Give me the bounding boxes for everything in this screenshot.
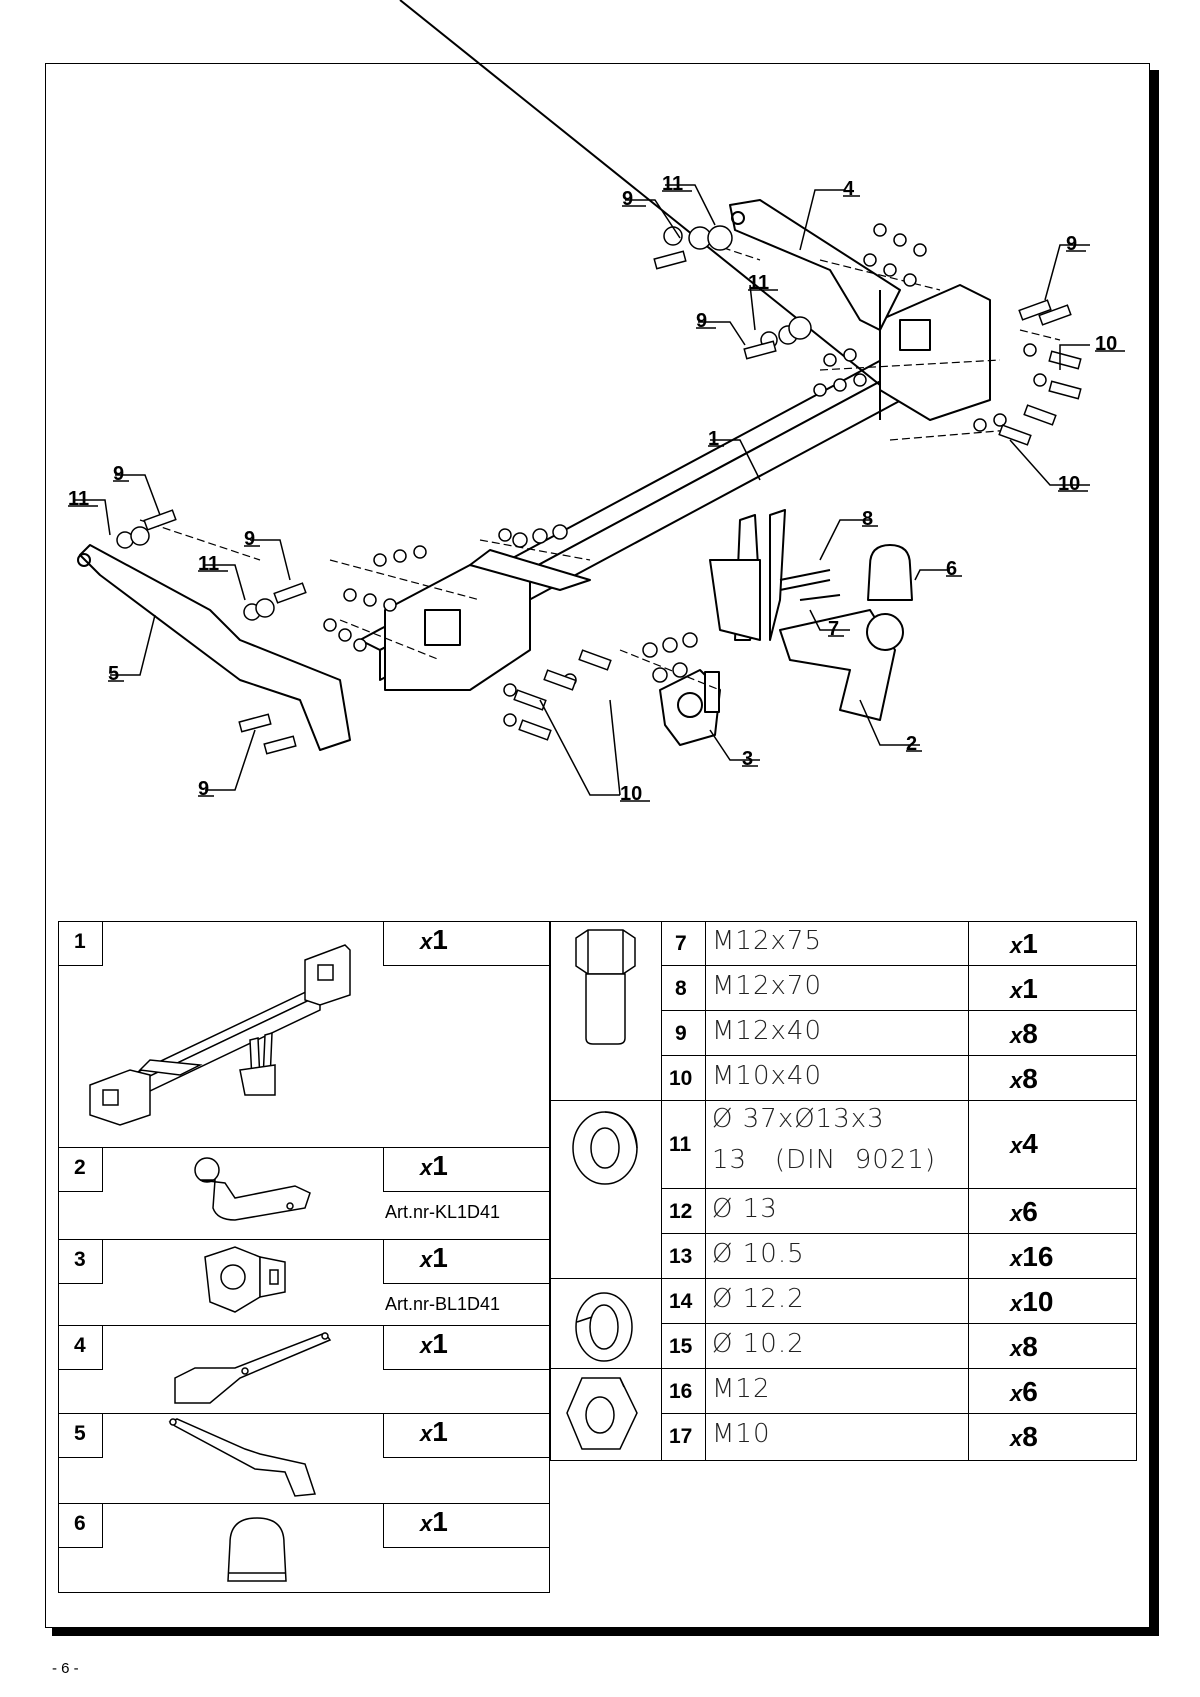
part-number-box [58,1325,103,1370]
page-number: - 6 - [52,1660,79,1677]
bolt-icon [575,929,636,1045]
part-number: 11 [669,1133,692,1156]
part-spec: M12x75 [712,926,822,956]
nut-icon [566,1377,638,1450]
part-spec: Ø 10.2 [712,1329,805,1359]
label-9: 9 [198,778,209,800]
part-spec: Ø 12.2 [712,1284,805,1314]
qty-box [383,1147,550,1192]
quantity: x1 [420,1242,448,1273]
part-spec: M12 [712,1374,771,1404]
part-number: 15 [669,1335,693,1358]
label-10: 10 [1095,333,1117,355]
label-9: 9 [244,528,255,550]
quantity: x1 [420,1328,448,1359]
part-number-box [58,1147,103,1192]
quantity: x8 [1010,1018,1038,1049]
part-spec: M10x40 [712,1061,822,1091]
quantity: x10 [1010,1286,1054,1317]
part-spec: M12x70 [712,971,822,1001]
label-9: 9 [1066,233,1077,255]
part-number: 10 [669,1067,693,1090]
part-spec: Ø 37xØ13x3 [712,1104,885,1134]
qty-box [383,1325,550,1370]
part-number: 7 [675,932,687,955]
quantity: x1 [420,1506,448,1537]
part-spec-standard: 13 (DIN 9021) [712,1145,936,1175]
label-10: 10 [1058,473,1080,495]
quantity: x4 [1010,1128,1038,1159]
label-8: 8 [862,508,873,530]
label-3: 3 [742,748,753,770]
part-number: 1 [74,930,86,953]
label-2: 2 [906,733,917,755]
part-number: 9 [675,1022,687,1045]
label-5: 5 [108,663,119,685]
crossbar-icon [89,944,351,1126]
quantity: x1 [420,1416,448,1447]
label-4: 4 [843,178,855,200]
part-spec: Ø 10.5 [712,1239,805,1269]
part-number: 4 [74,1334,86,1357]
label-9: 9 [113,463,124,485]
tow-ball-icon [194,1157,311,1221]
label-9: 9 [696,310,707,332]
quantity: x16 [1010,1241,1054,1272]
part-spec: M12x40 [712,1016,822,1046]
part-spec: Ø 13 [712,1194,778,1224]
part-number: 12 [669,1200,693,1223]
spring-washer-icon [575,1292,633,1362]
part-number: 14 [669,1290,693,1313]
quantity: x8 [1010,1421,1038,1452]
part-number: 2 [74,1156,86,1179]
flat-washer-icon [572,1111,638,1185]
part-number-box [58,1239,103,1284]
part-number-box [58,1413,103,1458]
article-number: Art.nr-BL1D41 [385,1294,501,1314]
part-number: 8 [675,977,687,1000]
quantity: x1 [420,1150,448,1181]
quantity: x6 [1010,1376,1038,1407]
assembly-drawing: 9 11 4 11 9 9 10 10 1 8 6 7 2 3 5 9 11 9… [68,0,1125,805]
bracket-left-icon [168,1418,317,1497]
label-7: 7 [828,618,839,640]
label-10: 10 [620,783,642,805]
label-11: 11 [198,553,219,575]
label-11: 11 [748,272,769,294]
part-number: 17 [669,1425,693,1448]
qty-box [383,1503,550,1548]
ball-cap-icon [227,1517,287,1582]
label-1: 1 [708,428,719,450]
part-number: 5 [74,1422,86,1445]
part-number: 13 [669,1245,693,1268]
article-number: Art.nr-KL1D41 [385,1202,501,1222]
quantity: x1 [1010,928,1038,959]
part-number-box [58,1503,103,1548]
qty-box [383,921,550,966]
part-spec: M10 [712,1419,771,1449]
qty-box [383,1239,550,1284]
right-table-border [550,921,1137,1461]
quantity: x8 [1010,1331,1038,1362]
part-number: 6 [74,1512,86,1535]
part-number-box [58,921,103,966]
quantity: x1 [420,924,448,955]
socket-plate-icon [204,1246,286,1313]
label-9: 9 [622,188,633,210]
label-11: 11 [68,488,89,510]
label-11: 11 [662,173,683,195]
bracket-right-icon [174,1332,332,1404]
quantity: x1 [1010,973,1038,1004]
quantity: x8 [1010,1063,1038,1094]
qty-box [383,1413,550,1458]
quantity: x6 [1010,1196,1038,1227]
part-number: 16 [669,1380,693,1403]
label-6: 6 [946,558,957,580]
part-number: 3 [74,1248,86,1271]
